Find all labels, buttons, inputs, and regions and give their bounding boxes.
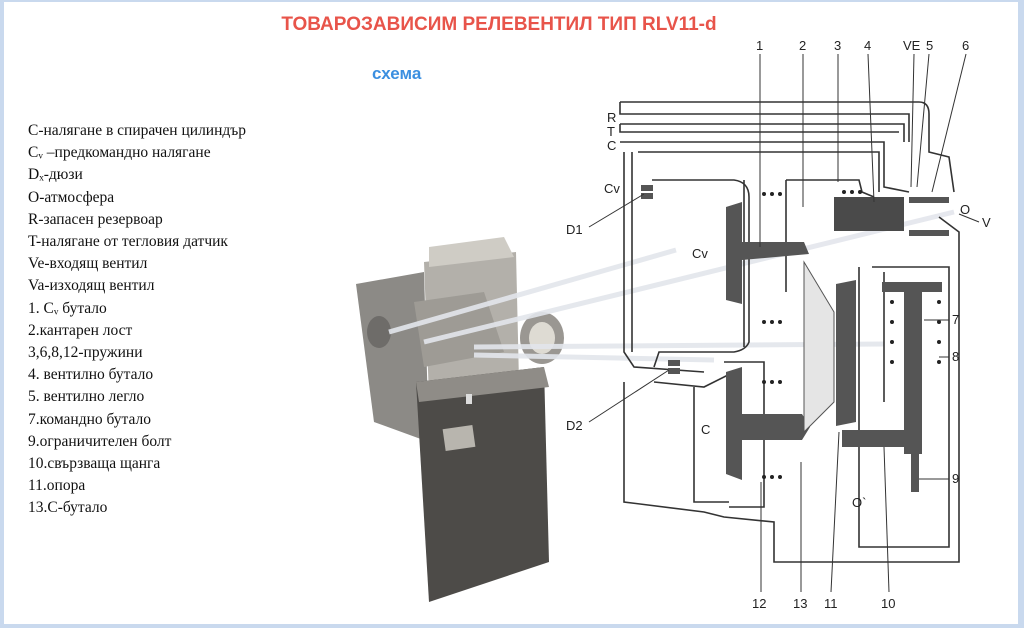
legend-item: R-запасен резервоар (28, 210, 163, 228)
label-c-chamber: C (701, 422, 710, 437)
lever-2 (803, 260, 835, 434)
label-10: 10 (881, 596, 895, 611)
legend-item: Ve-входящ вентил (28, 255, 148, 273)
leader-lines (588, 53, 980, 593)
legend-item: C-налягане в спирачен цилиндър (28, 122, 247, 139)
legend-item: Cᵥ –предкомандно налягане (28, 144, 211, 162)
label-d1: D1 (566, 222, 583, 237)
label-d2: D2 (566, 418, 583, 433)
legend-item: 1. Cᵥ бутало (28, 299, 107, 317)
legend-item: T-налягане от тегловия датчик (28, 233, 228, 251)
label-3: 3 (834, 38, 841, 53)
label-o: O (960, 202, 970, 217)
legend-item: 11.опора (28, 477, 86, 495)
legend-item: Va-изходящ вентил (28, 277, 155, 295)
label-4: 4 (864, 38, 871, 53)
label-1: 1 (756, 38, 763, 53)
slide-subtitle: схема (372, 64, 422, 83)
diagram-labels: 1 2 3 4 VE 5 6 R T C Cv Cv D1 D2 O V C O… (566, 38, 991, 611)
schematic-parts (641, 185, 949, 492)
slide-title: ТОВАРОЗАВИСИМ РЕЛЕВЕНТИЛ ТИП RLV11-d (281, 14, 717, 35)
label-c: C (607, 138, 616, 153)
device-illustration: 1 2 3 4 VE 5 6 R T C Cv Cv D1 D2 O V C O… (356, 38, 991, 611)
label-5: 5 (926, 38, 933, 53)
slide: ТОВАРОЗАВИСИМ РЕЛЕВЕНТИЛ ТИП RLV11-d схе… (4, 2, 1018, 624)
device-photo (356, 237, 564, 602)
label-r: R (607, 110, 616, 125)
label-9: 9 (952, 471, 959, 486)
legend-item: 2.кантарен лост (28, 321, 133, 339)
label-t: T (607, 124, 615, 139)
legend-item: 13.C-бутало (28, 499, 108, 517)
label-o-prime: O` (852, 495, 866, 510)
label-cv-inner: Cv (692, 246, 708, 261)
legend-item: 4. вентилно бутало (28, 366, 154, 384)
legend-item: 9.ограничителен болт (28, 432, 172, 450)
legend-item: Dₓ-дюзи (28, 166, 83, 184)
legend-item: 3,6,8,12-пружини (28, 344, 143, 362)
label-11: 11 (824, 596, 838, 611)
legend-item: 5. вентилно легло (28, 388, 145, 406)
label-v: V (982, 215, 991, 230)
label-6: 6 (962, 38, 969, 53)
label-8: 8 (952, 349, 959, 364)
label-12: 12 (752, 596, 766, 611)
legend-item: O-атмосфера (28, 188, 115, 206)
label-cv: Cv (604, 181, 620, 196)
legend-item: 7.командно бутало (28, 410, 152, 428)
springs (762, 190, 941, 479)
label-7: 7 (952, 312, 959, 327)
label-2: 2 (799, 38, 806, 53)
legend-item: 10.свързваща щанга (28, 455, 161, 473)
label-13: 13 (793, 596, 807, 611)
label-ve: VE (903, 38, 921, 53)
legend: C-налягане в спирачен цилиндър Cᵥ –предко… (28, 120, 246, 520)
